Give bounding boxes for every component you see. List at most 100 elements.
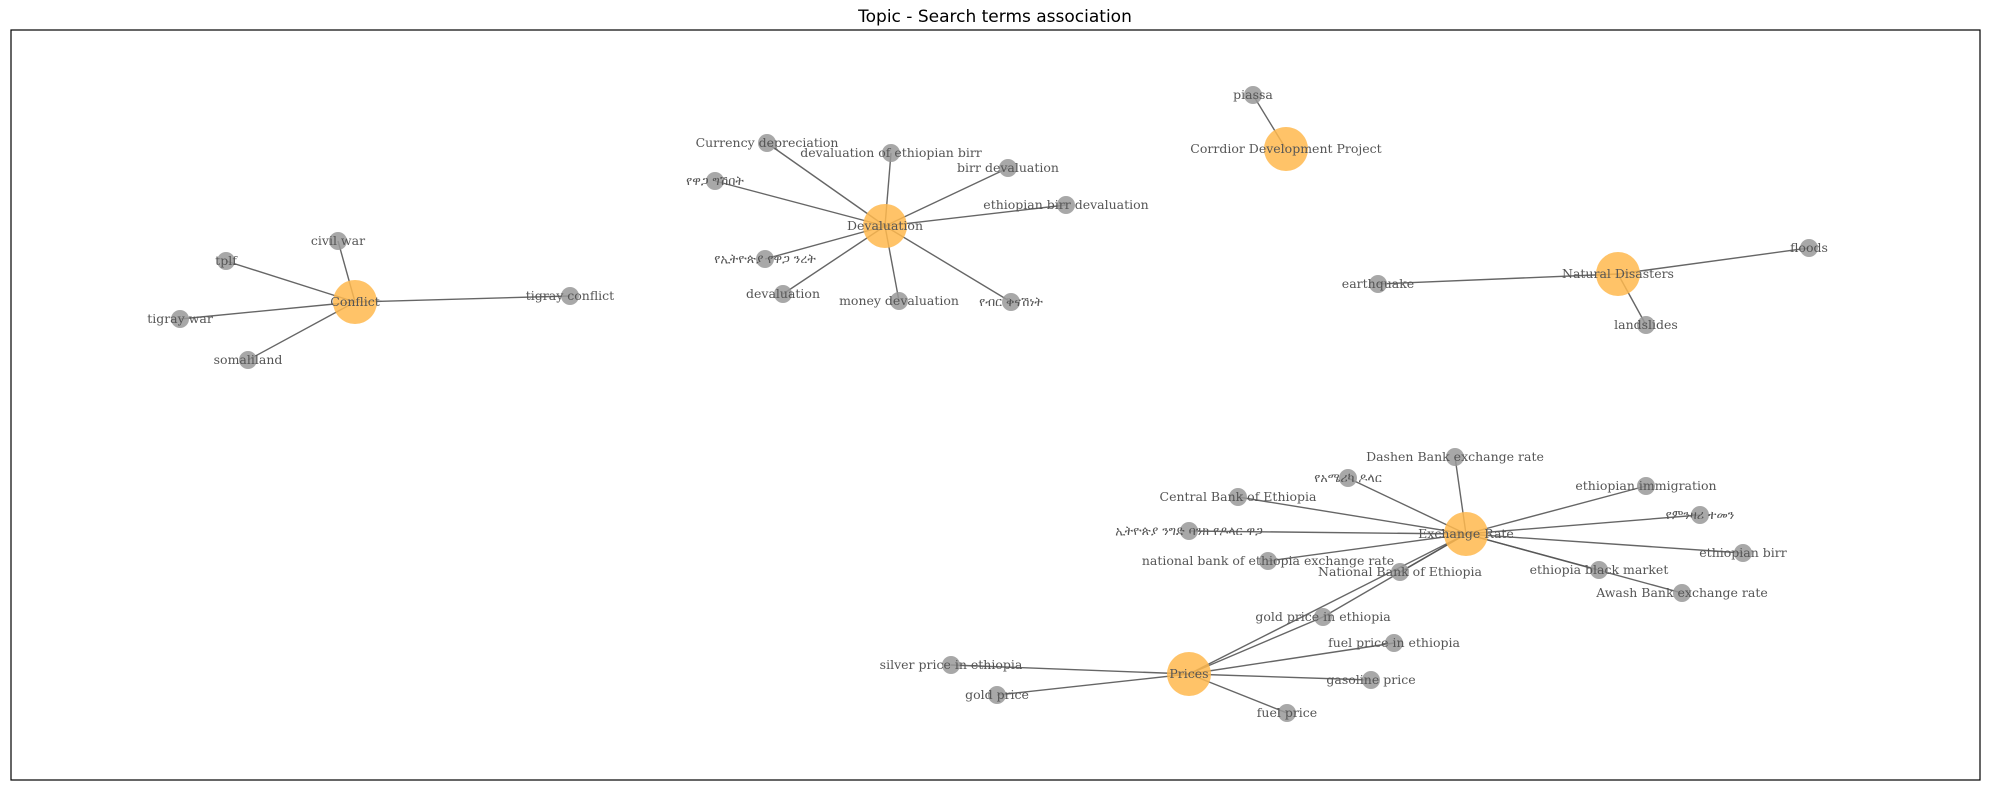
edge-exchange-amh6 (1465, 514, 1701, 535)
plot-frame (10, 29, 1981, 781)
term-label-blackmkt: ethiopia black market (1530, 562, 1669, 577)
term-node-devaluation_t (774, 285, 792, 303)
edge-exchange-nbeex (1267, 533, 1467, 562)
term-node-awash (1673, 584, 1691, 602)
term-node-amh1 (706, 172, 724, 190)
term-label-dashen: Dashen Bank exchange rate (1366, 449, 1544, 464)
topic-node-prices (1167, 652, 1211, 696)
labels-layer: Conflict Devaluation Corrdior Development … (147, 87, 1828, 720)
topic-node-natural (1596, 252, 1640, 296)
term-node-gasoline (1362, 671, 1380, 689)
term-node-blackmkt (1590, 561, 1608, 579)
term-node-amh2 (756, 250, 774, 268)
edge-devaluation-amh1 (714, 180, 886, 227)
term-node-tplf (217, 252, 235, 270)
nodes-layer (171, 86, 1818, 722)
edge-devaluation-birrdev (884, 167, 1009, 227)
term-label-earthquake: earthquake (1342, 276, 1414, 291)
topic-node-devaluation (863, 204, 907, 248)
term-node-ethbirrdev (1057, 196, 1075, 214)
term-label-tplf: tplf (215, 253, 238, 268)
topic-label-corridor: Corrdior Development Project (1190, 141, 1381, 156)
term-label-moneydev: money devaluation (839, 293, 959, 308)
term-label-somaliland: somaliland (214, 352, 283, 367)
figure-title: Topic - Search terms association (857, 7, 1132, 27)
term-node-tigraywar (171, 310, 189, 328)
edge-prices-silver (950, 664, 1190, 675)
edge-devaluation-ethbirrdev (884, 204, 1067, 227)
edge-exchange-cbe (1237, 496, 1467, 535)
edge-exchange-awash (1465, 533, 1683, 594)
topic-label-natural: Natural Disasters (1562, 266, 1674, 281)
edge-devaluation-amh3 (884, 225, 1012, 303)
topic-node-exchange (1444, 512, 1488, 556)
term-node-goldeth (1314, 608, 1332, 626)
edge-exchange-amh5 (1188, 530, 1467, 535)
term-label-devethbirr: devaluation of ethiopian birr (800, 145, 982, 160)
term-node-currdep (758, 134, 776, 152)
edge-conflict-tigraywar (179, 301, 356, 320)
term-node-nbe (1391, 563, 1409, 581)
term-label-landslides: landslides (1614, 317, 1678, 332)
term-label-tigrayconflict: tigray conflict (526, 288, 614, 303)
term-node-fueleth (1385, 634, 1403, 652)
edge-prices-gasoline (1188, 673, 1372, 681)
term-label-ethimm: ethiopian immigration (1575, 478, 1716, 493)
edge-exchange-ethimm (1465, 485, 1647, 535)
term-node-dashen (1446, 448, 1464, 466)
term-node-earthquake (1369, 275, 1387, 293)
edge-devaluation-currdep (766, 142, 886, 227)
term-node-nbeex (1259, 552, 1277, 570)
term-label-cbe: Central Bank of Ethiopia (1160, 489, 1318, 504)
edge-prices-gold (996, 673, 1190, 696)
term-node-somaliland (239, 351, 257, 369)
term-label-amh1: የዋጋ ግሽበት (686, 173, 744, 188)
edge-exchange-ethbirr (1465, 533, 1744, 554)
term-label-nbe: National Bank of Ethiopia (1318, 564, 1482, 579)
edges-layer (179, 94, 1810, 714)
term-node-cbe (1229, 488, 1247, 506)
term-label-amh4: የአሜሪካ ዶላር (1314, 470, 1383, 485)
term-label-floods: floods (1790, 240, 1828, 255)
term-node-ethbirr (1734, 544, 1752, 562)
edge-prices-fueleth (1188, 642, 1395, 675)
edge-prices-goldeth (1188, 616, 1324, 675)
edge-conflict-tigrayconflict (354, 295, 571, 303)
term-label-fueleth: fuel price in ethiopia (1328, 635, 1460, 650)
term-label-birrdev: birr devaluation (957, 160, 1059, 175)
term-node-floods (1800, 239, 1818, 257)
term-label-amh2: የኢትዮጵያ የዋጋ ንረት (714, 251, 816, 266)
term-node-devethbirr (882, 144, 900, 162)
term-node-amh6 (1691, 506, 1709, 524)
term-label-devaluation_t: devaluation (746, 286, 820, 301)
term-node-tigrayconflict (561, 287, 579, 305)
edge-natural-earthquake (1377, 273, 1619, 285)
term-label-nbeex: national bank of ethiopia exchange rate (1142, 553, 1394, 568)
edge-conflict-tplf (225, 260, 356, 303)
term-node-piassa (1244, 86, 1262, 104)
term-node-birrdev (999, 159, 1017, 177)
term-label-goldeth: gold price in ethiopia (1255, 609, 1391, 624)
term-label-fuel: fuel price (1257, 705, 1317, 720)
term-node-silver (942, 656, 960, 674)
term-label-awash: Awash Bank exchange rate (1595, 585, 1768, 600)
term-label-ethbirr: ethiopian birr (1699, 545, 1786, 560)
topic-node-corridor (1264, 127, 1308, 171)
term-node-amh5 (1180, 522, 1198, 540)
term-label-ethbirrdev: ethiopian birr devaluation (983, 197, 1148, 212)
term-node-civilwar (329, 232, 347, 250)
term-label-piassa: piassa (1233, 87, 1273, 102)
term-label-gasoline: gasoline price (1326, 672, 1415, 687)
term-label-tigraywar: tigray war (147, 311, 213, 326)
topic-label-conflict: Conflict (330, 294, 380, 309)
term-node-amh3 (1002, 293, 1020, 311)
term-node-fuel (1278, 704, 1296, 722)
term-label-civilwar: civil war (311, 233, 365, 248)
topic-label-devaluation: Devaluation (847, 218, 923, 233)
term-label-amh6: የምንዛሪ ተመን (1666, 507, 1735, 522)
term-node-landslides (1637, 316, 1655, 334)
term-node-moneydev (890, 292, 908, 310)
edge-exchange-prices (1188, 533, 1467, 675)
topic-label-exchange: Exchange Rate (1418, 526, 1514, 541)
